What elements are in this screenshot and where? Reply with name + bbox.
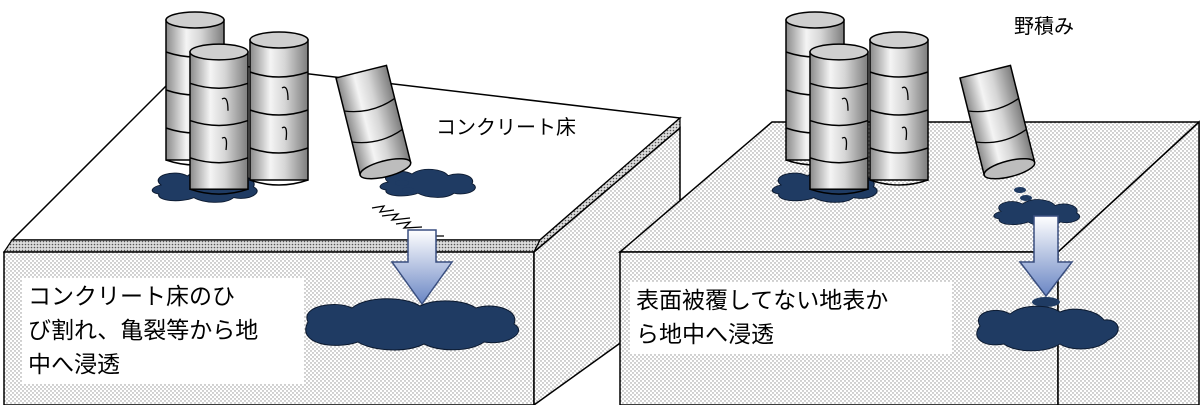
concrete-slab-edge-front bbox=[2, 239, 541, 253]
seepage-arrow-right bbox=[1018, 215, 1074, 298]
right-caption-line-2: ら地中へ浸透 bbox=[636, 322, 774, 348]
drum-tilted bbox=[335, 64, 412, 180]
concrete-floor-label: コンクリート床 bbox=[436, 115, 576, 139]
underground-plume-left bbox=[305, 298, 520, 351]
right-caption-box: 表面被覆してない地表か ら地中へ浸透 bbox=[630, 282, 952, 354]
drum-tilted-right bbox=[959, 64, 1036, 180]
drip-drop-2-right bbox=[1020, 195, 1032, 201]
drum-stack-left bbox=[165, 11, 412, 195]
open-storage-label: 野積み bbox=[1014, 14, 1074, 38]
drum-stack-right bbox=[785, 11, 1036, 195]
left-caption-line-2: び割れ、亀裂等から地 bbox=[28, 318, 259, 344]
seep-drop-right bbox=[1032, 297, 1060, 307]
drip-drop-1-right bbox=[1014, 187, 1026, 193]
right-caption-line-1: 表面被覆してない地表か bbox=[636, 288, 889, 314]
underground-plume-right bbox=[976, 305, 1119, 352]
drum bbox=[869, 31, 929, 186]
drum bbox=[249, 31, 309, 186]
drum bbox=[809, 43, 869, 195]
drum bbox=[189, 43, 249, 195]
seepage-arrow-left bbox=[390, 229, 454, 306]
drip-drop-1 bbox=[395, 180, 409, 186]
left-caption-line-1: コンクリート床のひ bbox=[28, 284, 235, 310]
left-caption-line-3: 中へ浸透 bbox=[28, 352, 120, 378]
drip-drop-2 bbox=[402, 187, 414, 193]
left-caption-box: コンクリート床のひ び割れ、亀裂等から地 中へ浸透 bbox=[22, 278, 304, 384]
